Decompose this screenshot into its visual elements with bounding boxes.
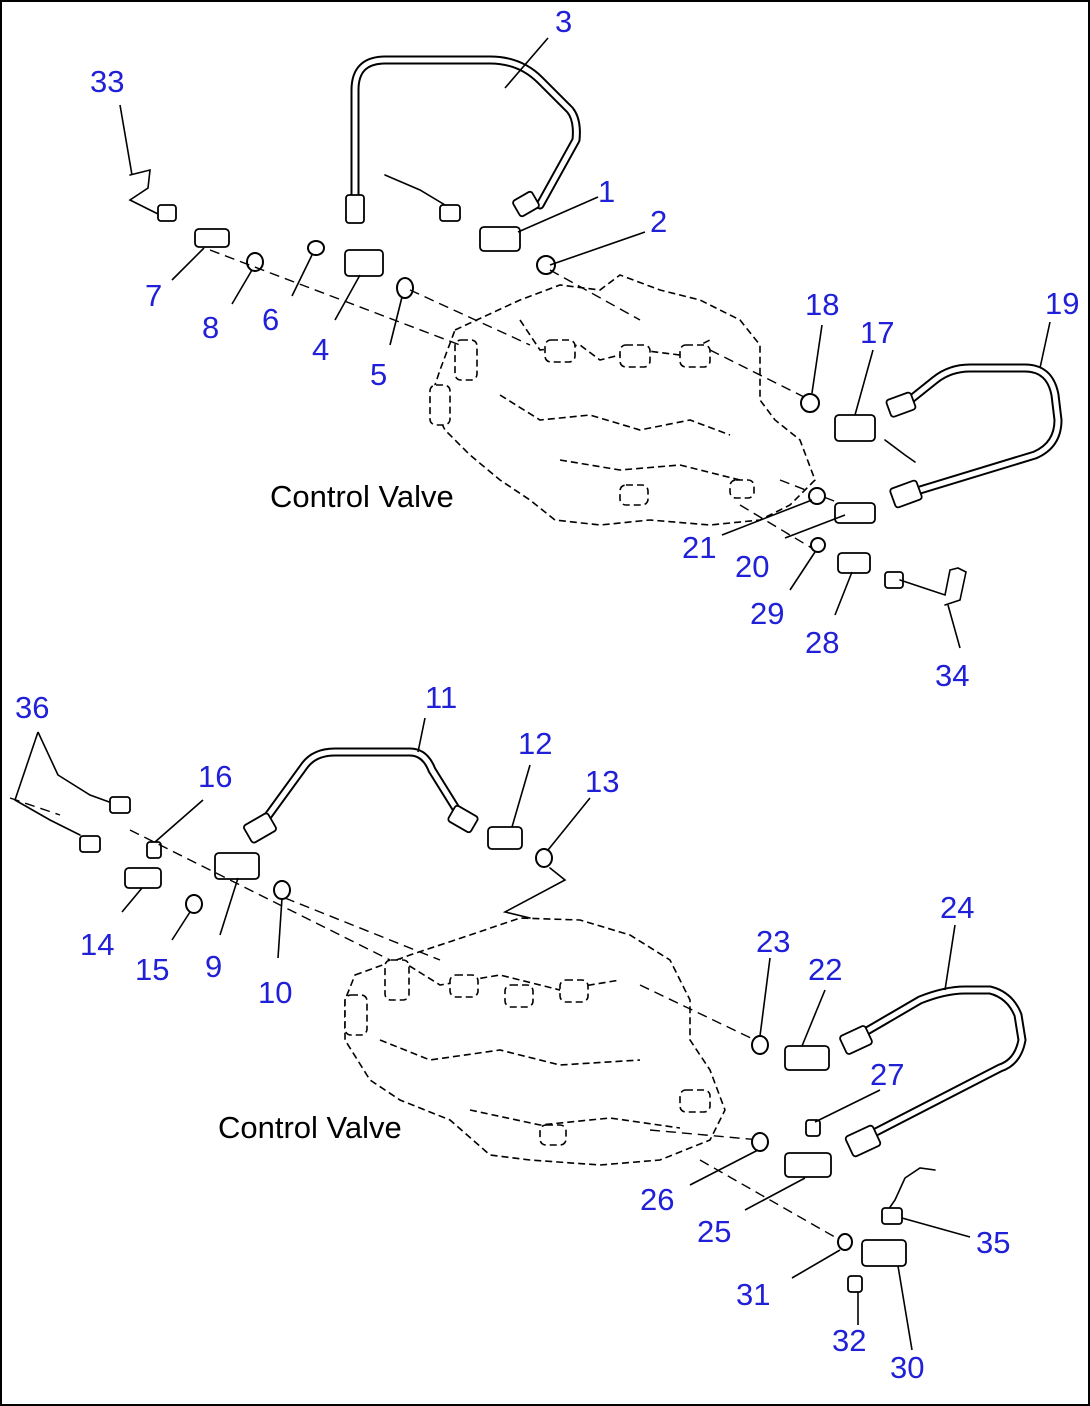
pipe-stub	[884, 439, 916, 463]
top-left-fittings	[194, 174, 556, 299]
callout-33: 33	[90, 64, 124, 99]
callout-7: 7	[145, 278, 162, 313]
elbow-20	[834, 502, 876, 524]
pipe-3	[345, 55, 581, 224]
oring-5	[396, 277, 414, 299]
callout-numbers: 3 33 1 2 7 8 6 4 5 18 17 19 21 20 29 28 …	[15, 4, 1079, 1385]
callout-3: 3	[555, 4, 572, 39]
callout-25: 25	[697, 1214, 731, 1249]
oring-8	[246, 252, 264, 272]
tee-1	[479, 226, 521, 252]
callout-5: 5	[370, 357, 387, 392]
callout-36: 36	[15, 690, 49, 725]
bottom-left-fittings	[124, 826, 553, 914]
pipe-11	[243, 747, 479, 844]
callout-19: 19	[1045, 286, 1079, 321]
plug-6	[307, 240, 325, 256]
fitting-14	[124, 867, 162, 889]
callout-27: 27	[870, 1057, 904, 1092]
oring-18	[800, 393, 820, 413]
elbow-17	[834, 414, 876, 442]
callout-32: 32	[832, 1323, 866, 1358]
callout-13: 13	[585, 764, 619, 799]
oring-13	[535, 848, 553, 868]
callout-16: 16	[198, 759, 232, 794]
oring-29	[810, 537, 826, 553]
oring-23	[751, 1035, 769, 1055]
callout-18: 18	[805, 287, 839, 322]
plug-16	[146, 841, 162, 859]
plug-32	[847, 1275, 863, 1293]
plug-27	[805, 1119, 821, 1137]
callout-17: 17	[860, 315, 894, 350]
callout-22: 22	[808, 952, 842, 987]
callout-29: 29	[750, 596, 784, 631]
callout-12: 12	[518, 726, 552, 761]
fitting-7	[194, 228, 230, 248]
callout-35: 35	[976, 1225, 1010, 1260]
hose-35	[881, 1167, 936, 1225]
hose-33	[128, 168, 177, 222]
bottom-right-fittings	[751, 1035, 907, 1293]
oring-21	[808, 487, 826, 505]
pipe-24	[839, 985, 1027, 1158]
fitting-12	[487, 826, 523, 850]
elbow-4	[344, 249, 384, 277]
callout-11: 11	[425, 680, 457, 715]
callout-21: 21	[682, 530, 716, 565]
callout-6: 6	[262, 302, 279, 337]
top-caption: Control Valve	[270, 479, 454, 514]
elbow-30	[861, 1239, 907, 1267]
callout-23: 23	[756, 924, 790, 959]
elbow-22	[784, 1045, 830, 1071]
callout-26: 26	[640, 1182, 674, 1217]
oring-31	[837, 1233, 853, 1251]
callout-14: 14	[80, 927, 114, 962]
callout-1: 1	[598, 174, 615, 209]
callout-30: 30	[890, 1350, 924, 1385]
oring-15	[185, 894, 203, 914]
callout-20: 20	[735, 549, 769, 584]
callout-28: 28	[805, 625, 839, 660]
callout-9: 9	[205, 949, 222, 984]
callout-10: 10	[258, 975, 292, 1010]
hose-34	[884, 567, 967, 606]
callout-8: 8	[202, 310, 219, 345]
oring-26	[751, 1132, 769, 1152]
bottom-caption: Control Valve	[218, 1110, 402, 1145]
top-control-valve	[429, 274, 816, 526]
hoses-36	[14, 774, 131, 853]
callout-4: 4	[312, 332, 329, 367]
callout-2: 2	[650, 204, 667, 239]
oring-10	[273, 880, 291, 900]
callout-24: 24	[940, 890, 974, 925]
callout-31: 31	[736, 1277, 770, 1312]
bottom-control-valve	[344, 917, 726, 1166]
callout-15: 15	[135, 952, 169, 987]
elbow-25	[784, 1152, 832, 1178]
leader-lines	[14, 37, 1051, 1351]
top-right-fittings	[800, 393, 916, 574]
callout-34: 34	[935, 658, 969, 693]
pipe-19	[885, 363, 1063, 509]
fitting-28	[837, 552, 871, 574]
